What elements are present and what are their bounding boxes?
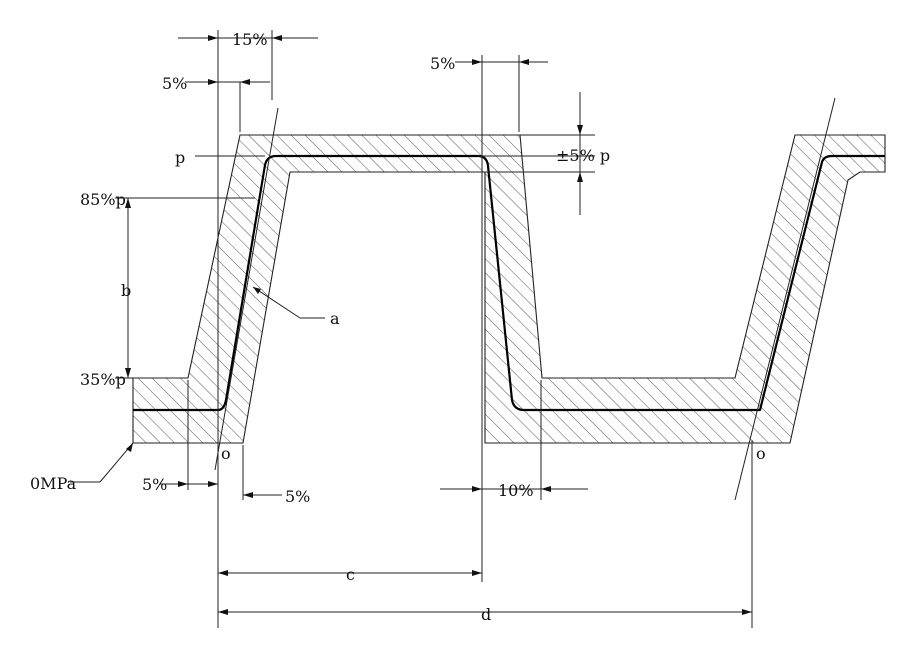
tolerance-band [132, 134, 886, 444]
label-p: p [175, 148, 185, 167]
label-5pct-top-left: 5% [162, 74, 187, 93]
label-d: d [481, 605, 491, 624]
left-ramp-outer-line [214, 107, 279, 471]
label-35p: 35%p [80, 370, 126, 389]
label-5pct-bottom-left: 5% [142, 475, 167, 494]
label-a: a [330, 309, 340, 328]
right-ramp-tolerance-line [734, 97, 836, 501]
label-0mpa: 0MPa [30, 474, 77, 493]
label-o-left: o [221, 444, 231, 463]
label-5pct-bottom-mid: 5% [285, 487, 310, 506]
label-5pct-top-mid: 5% [430, 54, 455, 73]
label-tolerance-p: ±5% p [556, 146, 610, 165]
label-o-right: o [756, 444, 766, 463]
label-15pct: 15% [232, 30, 268, 49]
label-85p: 85%p [80, 190, 126, 209]
label-b: b [121, 281, 131, 300]
label-10pct: 10% [498, 481, 534, 500]
label-c: c [346, 565, 355, 584]
pressure-curve [133, 154, 885, 412]
